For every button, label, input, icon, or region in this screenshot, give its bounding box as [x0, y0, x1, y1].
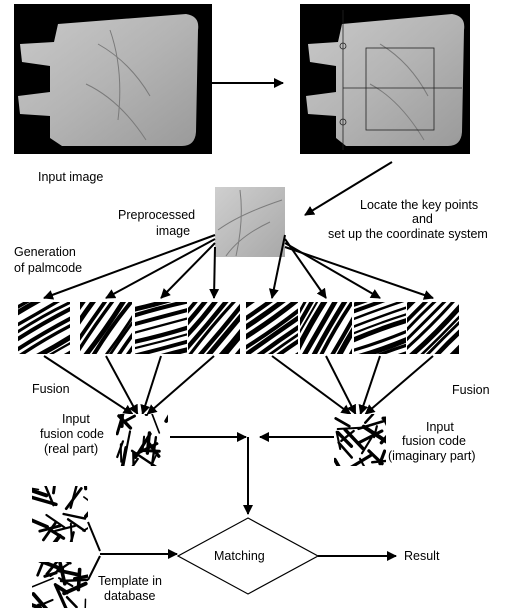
- template-top-connector: [87, 521, 101, 552]
- key-point-bottom: [339, 118, 347, 126]
- keypoints-palm-image: [300, 4, 470, 154]
- matching-diamond: [176, 517, 320, 595]
- palmcode-image-6: [300, 302, 352, 354]
- palmcode-image-7: [354, 302, 406, 354]
- generation-arrow-2: [105, 238, 216, 299]
- input-palm-image: [14, 4, 212, 154]
- palmcode-image-4: [188, 302, 240, 354]
- palmcode-image-2: [80, 302, 132, 354]
- fusion-label-left: Fusion: [32, 382, 70, 396]
- result-label: Result: [404, 549, 440, 563]
- real-label-line1: Input: [62, 412, 90, 426]
- imag-label-line3: (imaginary part): [388, 449, 476, 463]
- matching-label: Matching: [214, 549, 265, 563]
- template-label-line2: database: [104, 589, 156, 603]
- fusion-label-right: Fusion: [452, 383, 490, 397]
- template-image-1: [32, 486, 88, 542]
- fusion-code-real-image: [116, 414, 168, 466]
- fusion-arrow-4: [146, 355, 215, 415]
- palmcode-image-8: [407, 302, 459, 354]
- real-label-line3: (real part): [44, 442, 99, 456]
- fusion-arrow-3: [140, 355, 162, 415]
- input-image-label: Input image: [38, 170, 104, 184]
- arrow-to-preprocessed: [304, 161, 393, 216]
- locate-label-line2: and: [412, 212, 433, 226]
- template-label-line1: Template in: [98, 574, 162, 588]
- preprocessed-image: [215, 187, 285, 257]
- real-label-line2: fusion code: [40, 427, 104, 441]
- preprocessed-label-line1: Preprocessed: [118, 208, 196, 222]
- key-point-top: [339, 42, 347, 50]
- roi-square: [365, 47, 435, 131]
- locate-label-line3: set up the coordinate system: [328, 227, 488, 241]
- preprocessed-label-line2: image: [156, 224, 191, 238]
- generation-arrow-4: [209, 246, 220, 299]
- palmcode-image-1: [18, 302, 70, 354]
- fusion-arrow-6: [325, 355, 357, 415]
- fusion-arrow-1: [43, 355, 134, 415]
- fusion-arrow-8: [364, 355, 434, 415]
- template-image-2: [32, 562, 88, 608]
- generation-label-line1: Generation: [14, 245, 76, 259]
- palmcode-image-5: [246, 302, 298, 354]
- fusion-arrow-7: [358, 355, 381, 415]
- palmcode-generation-arrows: [43, 234, 434, 300]
- generation-arrow-1: [43, 234, 216, 300]
- fusion-arrow-2: [105, 355, 139, 415]
- generation-arrow-3: [160, 242, 216, 299]
- imag-label-line2: fusion code: [402, 434, 466, 448]
- fusion-code-imaginary-image: [334, 414, 386, 466]
- generation-arrow-6: [284, 238, 327, 299]
- fusion-arrow-5: [271, 355, 352, 415]
- locate-label-line1: Locate the key points: [360, 198, 479, 212]
- fusion-arrows: [43, 355, 434, 415]
- generation-arrow-5: [268, 234, 286, 299]
- palmcode-row: [18, 302, 459, 354]
- generation-arrow-8: [284, 246, 434, 300]
- palmcode-image-3: [135, 302, 187, 354]
- template-bottom-connector: [87, 555, 101, 581]
- imag-label-line1: Input: [426, 420, 454, 434]
- generation-label-line2: of palmcode: [14, 261, 83, 275]
